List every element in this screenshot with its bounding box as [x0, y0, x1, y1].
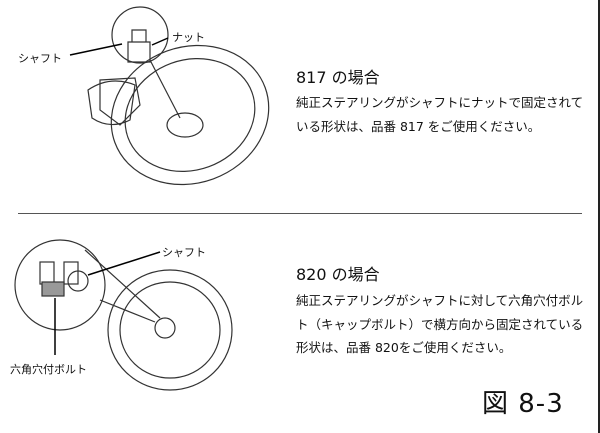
shaft-label-817: シャフト: [18, 52, 62, 65]
section-817-heading: 817 の場合: [296, 68, 380, 87]
bolt-label: 六角穴付ボルト: [10, 363, 87, 376]
section-820-body: 純正ステアリングがシャフトに対して六角穴付ボルト（キャップボルト）で横方向から固…: [296, 293, 584, 355]
label-arrows: [54, 37, 169, 355]
shaft-label-820: シャフト: [162, 246, 206, 259]
section-817-body: 純正ステアリングがシャフトにナットで固定されている形状は、品番 817 をご使用…: [296, 95, 584, 134]
steering-wheel-820-drawing: [14, 239, 233, 391]
figure-number: 図 8-3: [482, 389, 564, 419]
section-820-heading: 820 の場合: [296, 265, 380, 284]
steering-wheel-817-drawing: [87, 6, 270, 186]
section-divider: [18, 213, 582, 214]
nut-label: ナット: [172, 31, 205, 44]
